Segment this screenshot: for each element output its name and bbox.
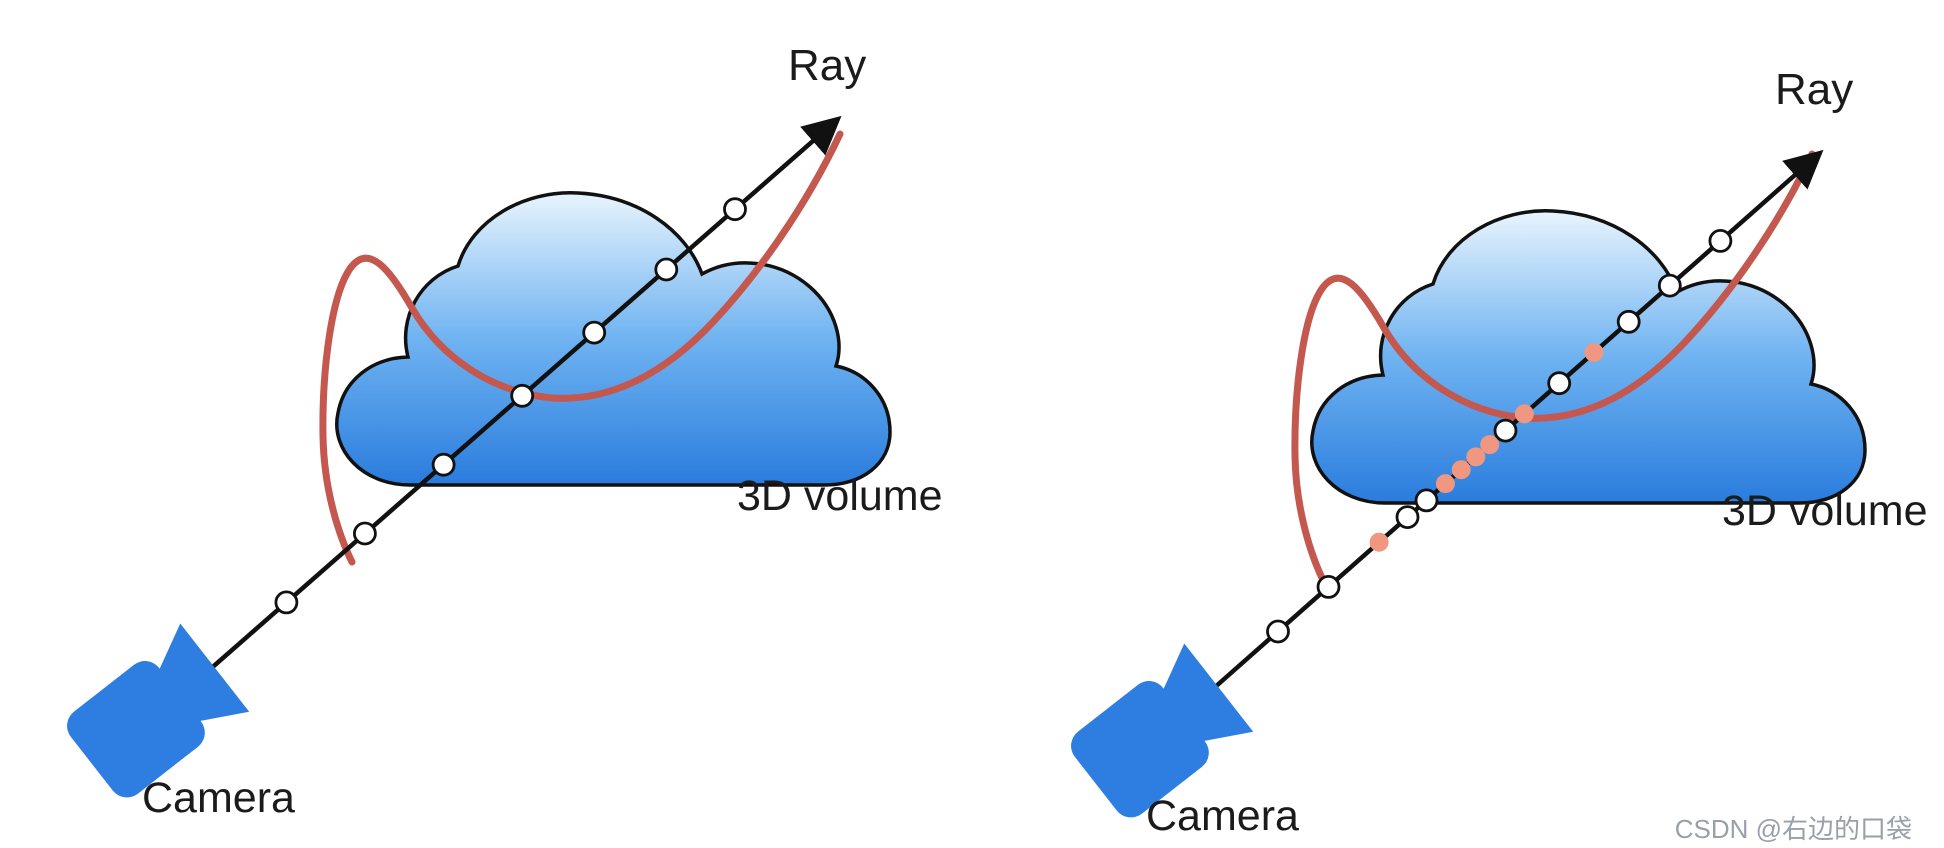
camera-label: Camera [1146, 792, 1299, 840]
sample-point-coarse [723, 197, 747, 222]
volume-label: 3D volume [1722, 487, 1928, 535]
sample-point-coarse [1395, 505, 1420, 529]
sample-point-fine [1584, 343, 1604, 362]
sample-point-coarse [1657, 273, 1682, 298]
sample-point-coarse [1316, 575, 1341, 599]
sample-point-coarse [510, 383, 535, 408]
sample-points-group [1266, 228, 1733, 644]
sample-point-fine [1466, 447, 1486, 467]
sample-point-fine [1480, 435, 1500, 455]
sample-point-fine [1369, 532, 1389, 552]
panel-right: Ray 3D volume Camera [1061, 65, 1928, 840]
sample-point-coarse [431, 452, 456, 477]
sample-point-coarse [1708, 228, 1733, 253]
sample-point-coarse [1414, 488, 1439, 513]
sample-point-fine [1451, 460, 1471, 480]
watermark-text: CSDN @右边的口袋 [1675, 814, 1912, 844]
camera-label: Camera [142, 774, 295, 822]
sample-point-coarse [1547, 371, 1572, 396]
volume-cloud-shape [335, 191, 892, 487]
sample-point-coarse [1493, 418, 1518, 443]
sample-point-coarse [1616, 309, 1641, 334]
volume-label: 3D volume [737, 472, 943, 520]
ray-label: Ray [788, 41, 866, 90]
panel-left: Ray 3D volume Camera [57, 41, 943, 822]
sample-point-coarse [654, 257, 679, 282]
sample-point-coarse [352, 521, 377, 546]
ray-label: Ray [1775, 65, 1853, 114]
sample-point-fine [1514, 404, 1534, 424]
sample-points-group [274, 197, 747, 615]
sample-point-coarse [1266, 619, 1290, 644]
sample-point-fine [1435, 474, 1455, 494]
sample-point-coarse [274, 590, 299, 615]
sample-point-coarse [582, 320, 607, 345]
